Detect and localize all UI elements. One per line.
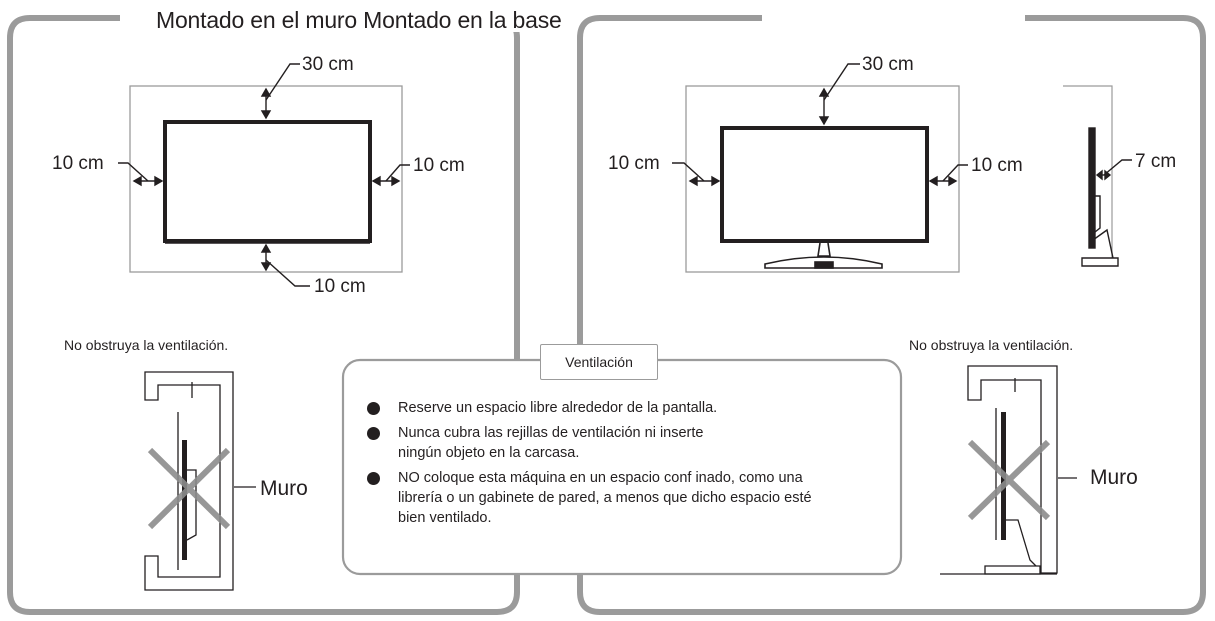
ventilation-item-text: Reserve un espacio libre alrededor de la… [398, 400, 718, 416]
stand-top-clearance-label: 30 cm [862, 54, 914, 75]
right-vent-warning: No obstruya la ventilación. [909, 337, 1074, 353]
wall-bottom-clearance-label: 10 cm [314, 276, 366, 297]
stand-left-clearance-label: 10 cm [608, 153, 660, 174]
ventilation-title: Ventilación [540, 344, 658, 380]
ventilation-item: Reserve un espacio libre alrededor de la… [365, 398, 865, 418]
stand-mount-clearance-box [685, 85, 960, 273]
wall-mounted-tv [163, 120, 372, 243]
left-wall-label: Muro [260, 477, 308, 500]
ventilation-item-text: NO coloque esta máquina en un espacio co… [398, 470, 812, 526]
stand-mounted-tv [720, 126, 929, 243]
ventilation-item-text: Nunca cubra las rejillas de ventilación … [398, 425, 704, 461]
bullet-icon [367, 402, 380, 415]
right-panel-frame [577, 15, 1206, 615]
left-recess [144, 371, 256, 591]
bullet-icon [367, 472, 380, 485]
wall-top-clearance-label: 30 cm [302, 54, 354, 75]
wall-right-clearance-label: 10 cm [413, 155, 465, 176]
left-vent-warning: No obstruya la ventilación. [64, 337, 229, 353]
stand-right-clearance-label: 10 cm [971, 155, 1023, 176]
right-wall-label: Muro [1090, 466, 1138, 489]
wall-left-clearance-label: 10 cm [52, 153, 104, 174]
right-no-block-cross [967, 439, 1051, 521]
ventilation-list: Reserve un espacio libre alrededor de la… [365, 398, 865, 533]
stand-side-clearance-label: 7 cm [1135, 151, 1177, 172]
tv-stand [764, 242, 883, 269]
bullet-icon [367, 427, 380, 440]
ventilation-item: Nunca cubra las rejillas de ventilación … [365, 423, 865, 463]
side-view-stand [1063, 85, 1132, 267]
section-heading: Montado en el muro Montado en la base [152, 9, 566, 32]
left-no-block-cross [147, 447, 231, 530]
ventilation-item: NO coloque esta máquina en un espacio co… [365, 468, 865, 528]
wall-mount-clearance-box [129, 85, 403, 273]
right-recess [940, 365, 1077, 575]
